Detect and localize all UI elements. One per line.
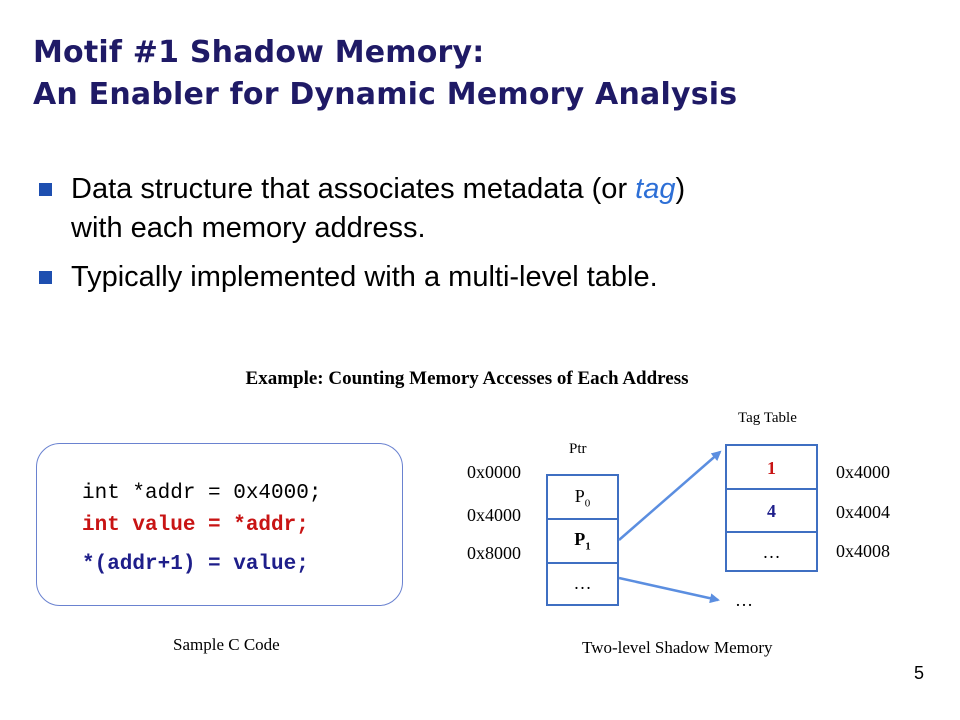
ptr-table: P0 P1 … xyxy=(546,474,619,606)
tag-divider xyxy=(727,531,816,533)
ptr-header: Ptr xyxy=(569,441,587,457)
ptr-address-0: 0x0000 xyxy=(467,462,521,482)
page-number: 5 xyxy=(913,663,924,683)
arrow-p1-to-tag-table xyxy=(618,450,722,541)
tag-address-0: 0x4000 xyxy=(836,462,890,482)
tag-cell-2: … xyxy=(762,542,781,562)
tag-cell-0: 1 xyxy=(767,458,776,478)
slide-title: Motif #1 Shadow Memory: An Enabler for D… xyxy=(33,32,933,116)
code-line-3: *(addr+1) = value; xyxy=(82,553,309,576)
bullet-square-icon xyxy=(39,271,52,284)
tag-divider xyxy=(727,488,816,490)
code-line-1: int *addr = 0x4000; xyxy=(82,482,322,505)
tag-table-below: … xyxy=(735,590,753,610)
code-line-2: int value = *addr; xyxy=(82,514,309,537)
title-line-2: An Enabler for Dynamic Memory Analysis xyxy=(33,77,738,112)
bullet1-text-a: Data structure that associates metadata … xyxy=(71,173,636,205)
bullet-item-1: Data structure that associates metadata … xyxy=(36,170,916,248)
ptr-cell-0: P0 xyxy=(574,486,591,510)
example-title: Example: Counting Memory Accesses of Eac… xyxy=(245,368,689,389)
title-line-1: Motif #1 Shadow Memory: xyxy=(33,35,485,70)
bullet-item-2: Typically implemented with a multi-level… xyxy=(36,258,916,297)
tag-address-1: 0x4004 xyxy=(836,502,890,522)
bullet-list: Data structure that associates metadata … xyxy=(36,170,916,307)
tag-cell-1: 4 xyxy=(767,501,776,521)
bullet1-text-b: ) xyxy=(675,173,686,205)
bullet2-text: Typically implemented with a multi-level… xyxy=(71,261,658,293)
bullet1-text-c: with each memory address. xyxy=(71,212,426,244)
ptr-address-2: 0x8000 xyxy=(467,543,521,563)
arrow-ellipsis-to-next xyxy=(618,576,720,604)
code-box xyxy=(36,443,403,606)
ptr-divider xyxy=(548,562,617,564)
ptr-cell-2: … xyxy=(573,573,592,593)
ptr-divider xyxy=(548,518,617,520)
shadow-caption: Two-level Shadow Memory xyxy=(582,638,773,657)
bullet-square-icon xyxy=(39,183,52,196)
bullet1-tag-word: tag xyxy=(635,173,676,205)
ptr-address-1: 0x4000 xyxy=(467,505,521,525)
ptr-cell-1: P1 xyxy=(574,529,591,553)
tag-address-2: 0x4008 xyxy=(836,541,890,561)
tag-table: 1 4 … xyxy=(725,444,818,572)
code-caption: Sample C Code xyxy=(173,635,280,654)
tag-table-header: Tag Table xyxy=(738,410,797,426)
